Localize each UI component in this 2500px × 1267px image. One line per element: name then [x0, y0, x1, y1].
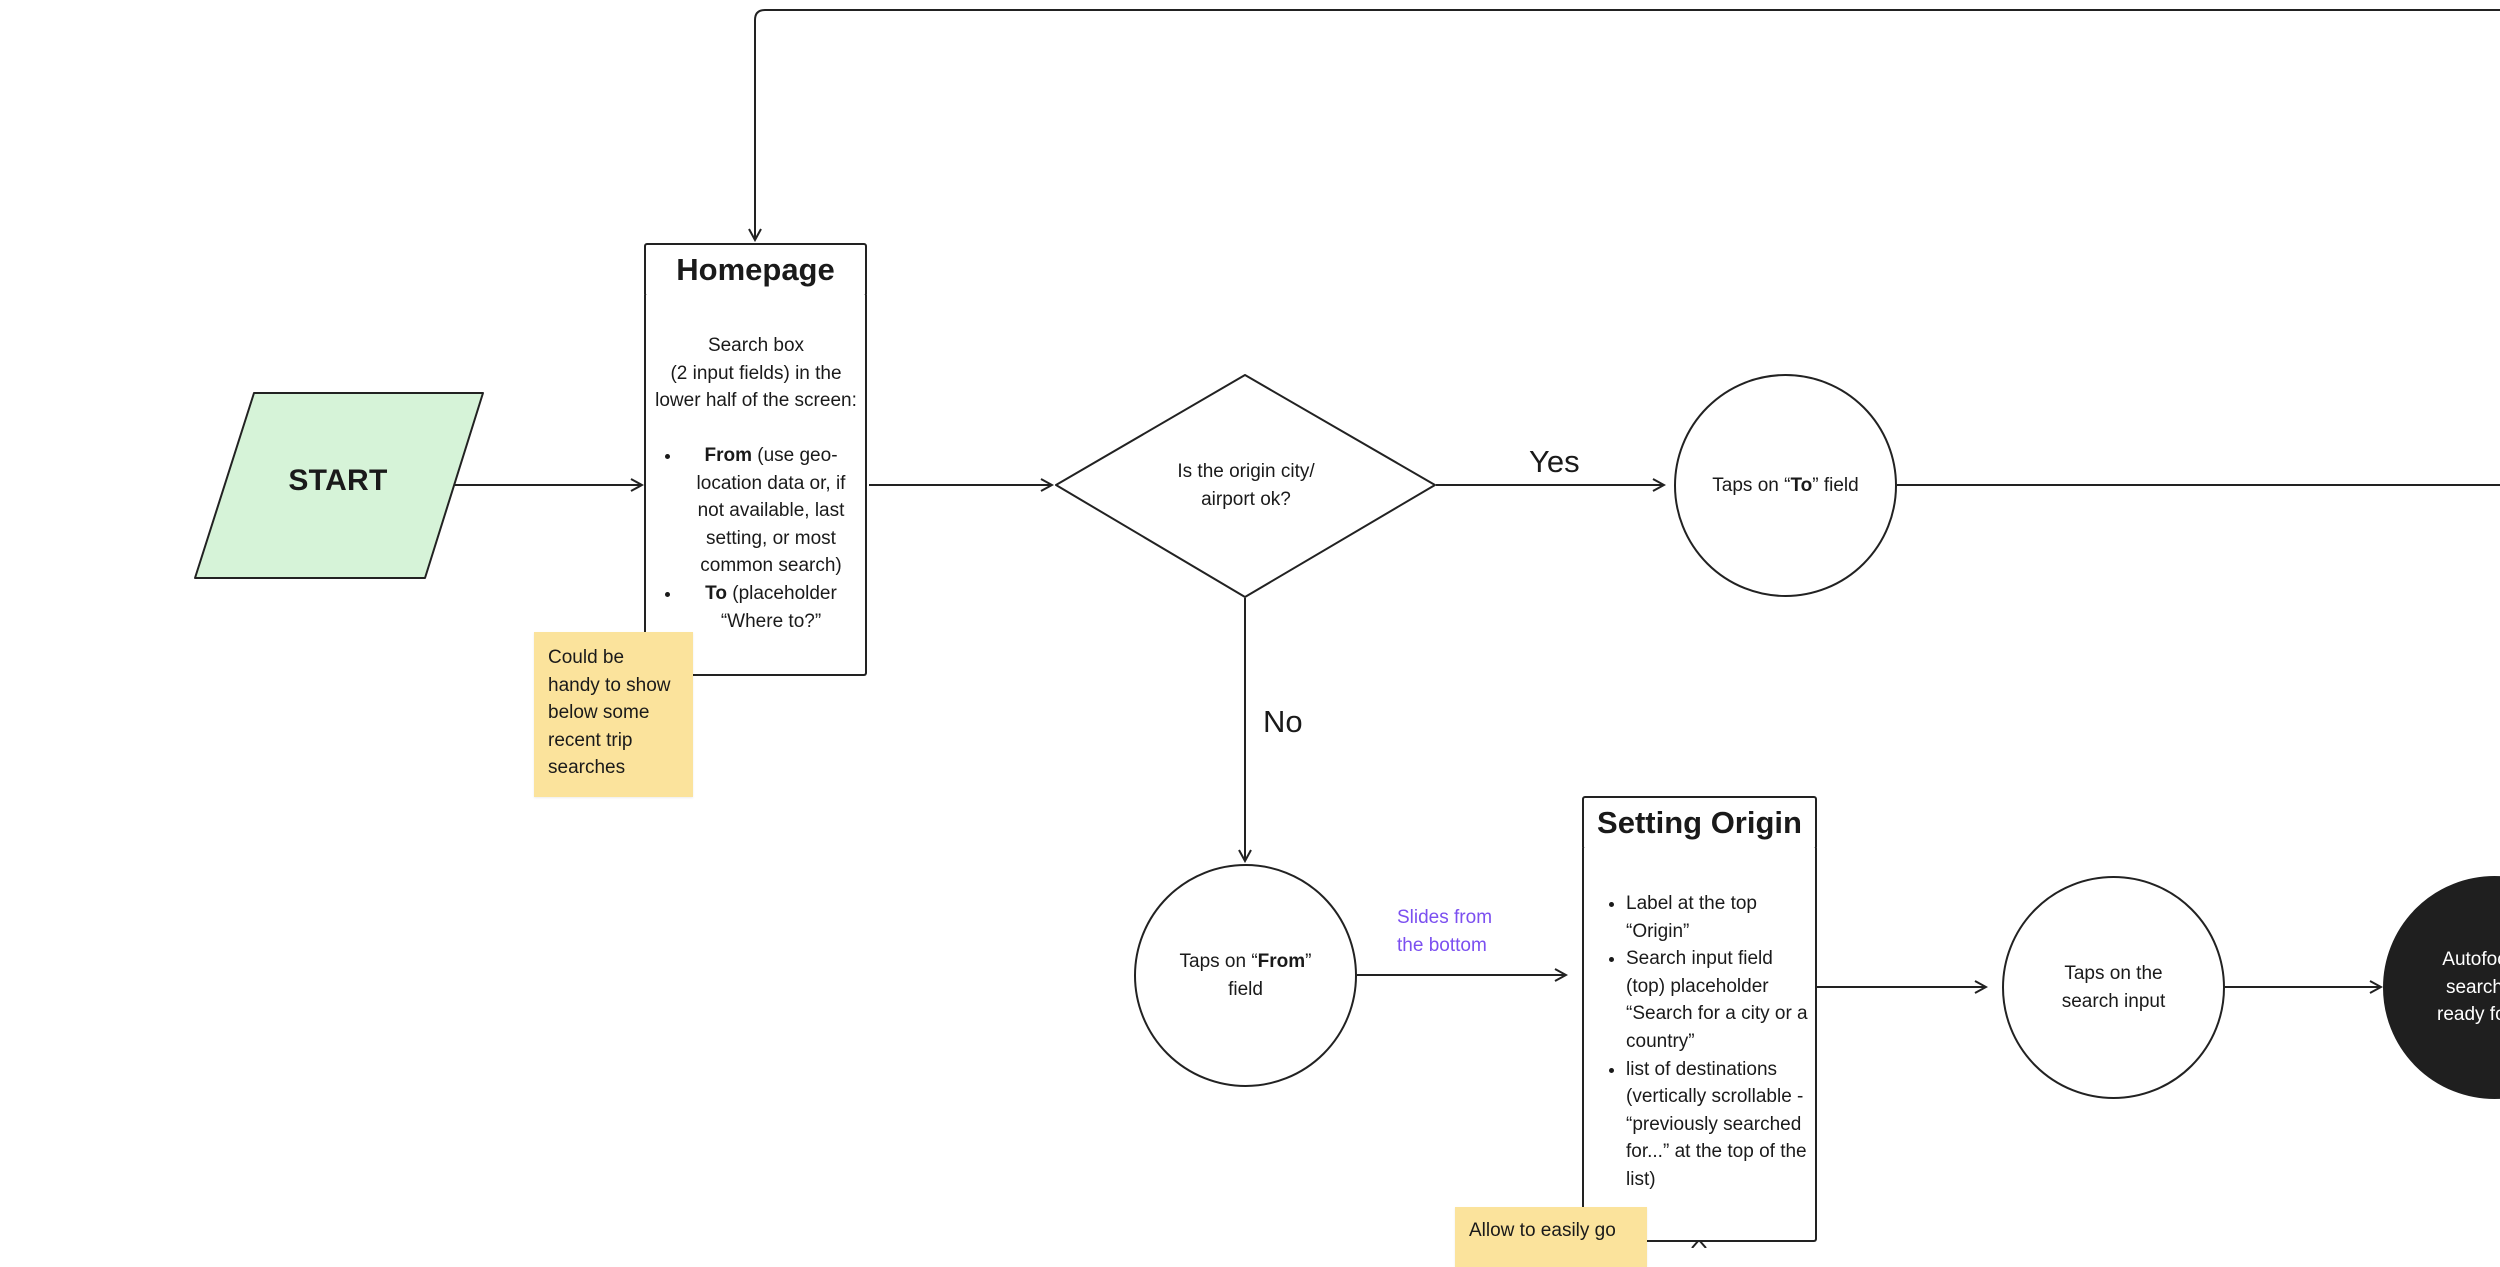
homepage-intro-1: Search box [707, 335, 805, 356]
homepage-body[interactable]: Search box (2 input fields) in the lower… [644, 295, 867, 676]
homepage-intro-2: (2 input fields) in the lower half of th… [655, 362, 857, 412]
start-node-label: START [288, 464, 388, 497]
setting-origin-list: Label at the top “Origin” Search input f… [1604, 890, 1816, 1194]
setting-origin-item: Search input field (top) placeholder “Se… [1626, 945, 1816, 1055]
taps-to-text: Taps on “To” field [1712, 474, 1859, 496]
edge-loop-to-homepage [755, 9, 2500, 240]
homepage-title[interactable]: Homepage [644, 243, 867, 297]
setting-origin-item: Label at the top “Origin” [1626, 890, 1816, 945]
start-node-shape[interactable] [194, 392, 484, 579]
sticky-allow-go[interactable]: Allow to easily go [1455, 1207, 1647, 1267]
sticky-recent-searches[interactable]: Could be handy to show below some recent… [534, 632, 693, 797]
setting-origin-body[interactable]: Label at the top “Origin” Search input f… [1582, 848, 1817, 1242]
annotation-slides-from-bottom: Slides from the bottom [1397, 907, 1493, 956]
decision-diamond-shape[interactable] [1055, 374, 1436, 598]
setting-origin-item: list of destinations (vertically scrolla… [1626, 1056, 1816, 1194]
homepage-from-item: From (use geo-location data or, if not a… [682, 442, 860, 580]
setting-origin-title[interactable]: Setting Origin [1582, 796, 1817, 850]
autofocus-text: Autofocsearchready for [2437, 949, 2500, 1026]
node-taps-to-field[interactable]: Taps on “To” field [1674, 374, 1897, 597]
taps-from-text: Taps on “From”field [1179, 950, 1312, 1000]
edge-label-no: No [1263, 704, 1303, 739]
node-taps-from-field[interactable]: Taps on “From”field [1134, 864, 1357, 1087]
homepage-to-item: To (placeholder “Where to?” [682, 580, 860, 635]
decision-text: Is the origin city/ airport ok? [1177, 461, 1315, 510]
edge-label-yes: Yes [1529, 444, 1580, 479]
